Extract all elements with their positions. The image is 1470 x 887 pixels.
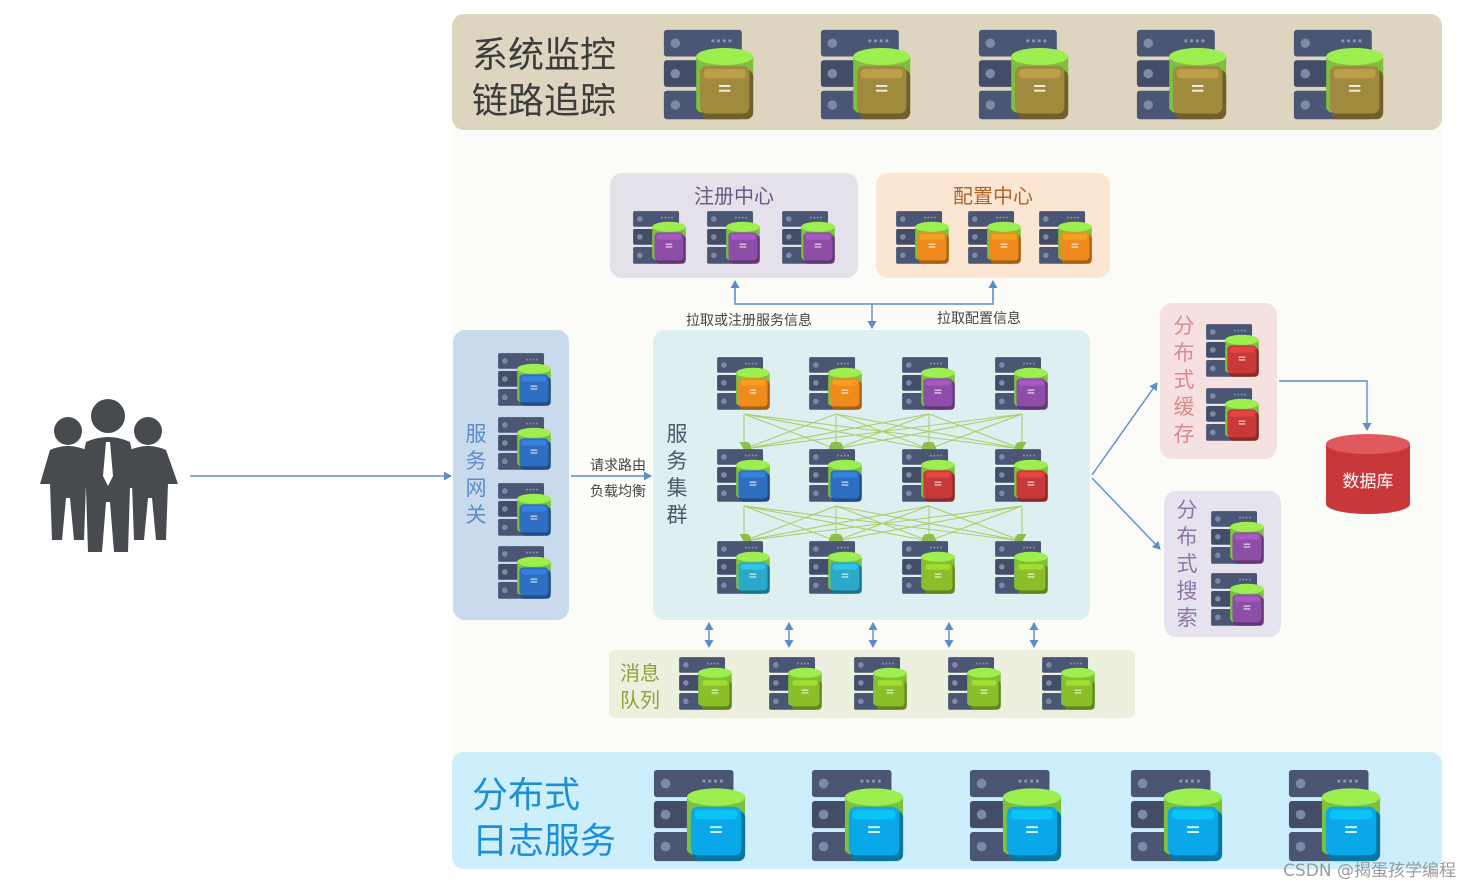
search-label: 分布式搜索 [1176,498,1198,630]
gateway-server-icon [497,545,553,601]
mq-server-icon [678,656,734,712]
edge-label-load-balance: 负载均衡 [590,484,646,500]
mq-label-line2: 队列 [620,688,660,712]
logging-server-icon [1129,768,1226,865]
logging-title-line1: 分布式 [472,775,581,816]
monitoring-title-line2: 链路追踪 [472,81,617,122]
edge-label-routing: 请求路由 [590,458,646,474]
watermark: CSDN @揭蛋孩学编程 [1283,861,1456,881]
cache-label: 分布式缓存 [1173,314,1195,446]
registry-server-icon [706,210,762,266]
cluster-r2-server-icon [994,448,1050,504]
cluster-r3-server-icon [994,540,1050,596]
edge-label-pull-config: 拉取配置信息 [937,311,1021,327]
config-title: 配置中心 [953,184,1033,208]
cluster-r3-server-icon [808,540,864,596]
registry-server-icon [632,210,688,266]
monitoring-title-line1: 系统监控 [472,35,617,76]
cluster-mesh-link [743,413,1023,453]
cluster-mesh-link [835,413,1023,453]
cluster-r2-server-icon [901,448,957,504]
gateway-server-icon [497,416,553,472]
config-server-icon [1038,210,1094,266]
arrow-cluster-to-cache [1091,382,1158,476]
cluster-label: 服务集群 [666,422,688,527]
cluster-r1-server-icon [716,356,772,412]
cache-server-icon [1205,323,1261,379]
mq-server-icon [768,656,824,712]
database-label: 数据库 [1342,472,1394,492]
cluster-mesh-link [743,505,837,543]
gateway-server-icon [497,482,553,538]
mq-label-line1: 消息 [620,661,660,685]
cluster-mesh-link [835,505,1023,545]
cluster-mesh-link [743,413,837,451]
arrow-registry-bracket [734,282,994,305]
mq-server-icon [1041,656,1097,712]
cluster-r1-server-icon [901,356,957,412]
cluster-mesh-link [743,505,930,545]
cluster-mesh-link [743,413,930,453]
logging-server-icon [1287,768,1384,865]
mq-server-icon [947,656,1003,712]
cluster-r1-server-icon [994,356,1050,412]
monitor-server-icon [819,28,914,123]
cluster-r2-server-icon [716,448,772,504]
monitor-server-icon [1135,28,1230,123]
database-icon [1326,434,1410,514]
mq-server-icon [853,656,909,712]
mq-arrows [704,622,1039,648]
cluster-r3-server-icon [901,540,957,596]
gateway-label: 服务网关 [465,422,487,527]
cluster-mesh-link [928,413,1023,451]
gateway-server-icon [497,352,553,408]
search-server-icon [1210,510,1266,566]
arrow-cache-to-db [1279,380,1372,431]
cluster-mesh-link [743,505,1023,545]
monitoring-band [452,14,1442,130]
monitor-server-icon [662,28,757,123]
search-server-icon [1210,572,1266,628]
cluster-mesh [739,413,1027,545]
cluster-r1-server-icon [808,356,864,412]
registry-title: 注册中心 [694,184,774,208]
arrow-cluster-to-search [1091,477,1161,550]
monitor-server-icon [1292,28,1387,123]
cluster-r3-server-icon [716,540,772,596]
logging-title-line2: 日志服务 [472,821,617,862]
logging-server-icon [968,768,1065,865]
logging-band [452,752,1442,869]
cache-server-icon [1205,387,1261,443]
config-server-icon [967,210,1023,266]
cluster-mesh-link [928,505,1023,543]
users-group-icon [40,399,178,552]
logging-server-icon [652,768,749,865]
config-server-icon [895,210,951,266]
monitor-server-icon [977,28,1072,123]
cluster-r2-server-icon [808,448,864,504]
logging-server-icon [810,768,907,865]
registry-server-icon [781,210,837,266]
edge-label-pull-register: 拉取或注册服务信息 [686,313,812,329]
